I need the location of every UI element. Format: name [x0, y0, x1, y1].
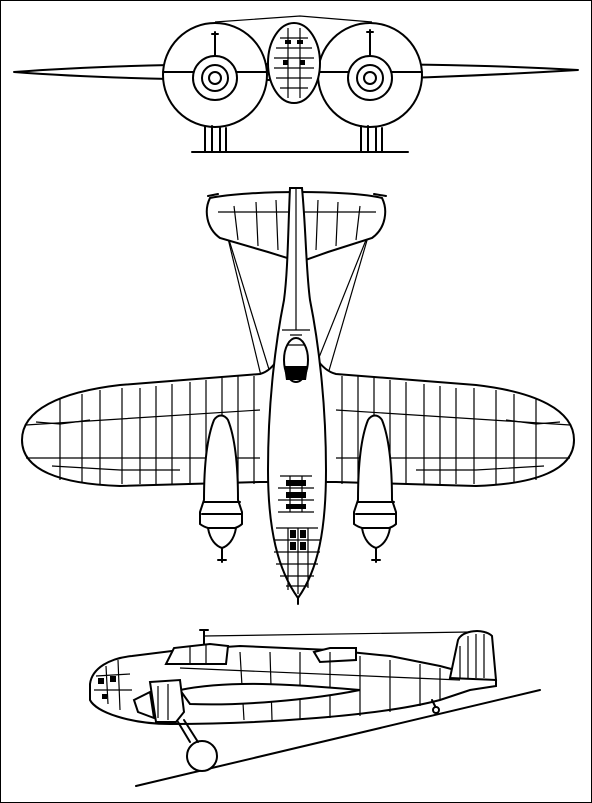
vertical-tail — [448, 630, 498, 682]
front-view — [13, 15, 579, 153]
main-wheel — [186, 740, 218, 772]
engine-side — [148, 678, 186, 723]
plan-view — [20, 187, 576, 605]
side-view — [89, 629, 541, 787]
fuselage-front — [267, 22, 321, 104]
